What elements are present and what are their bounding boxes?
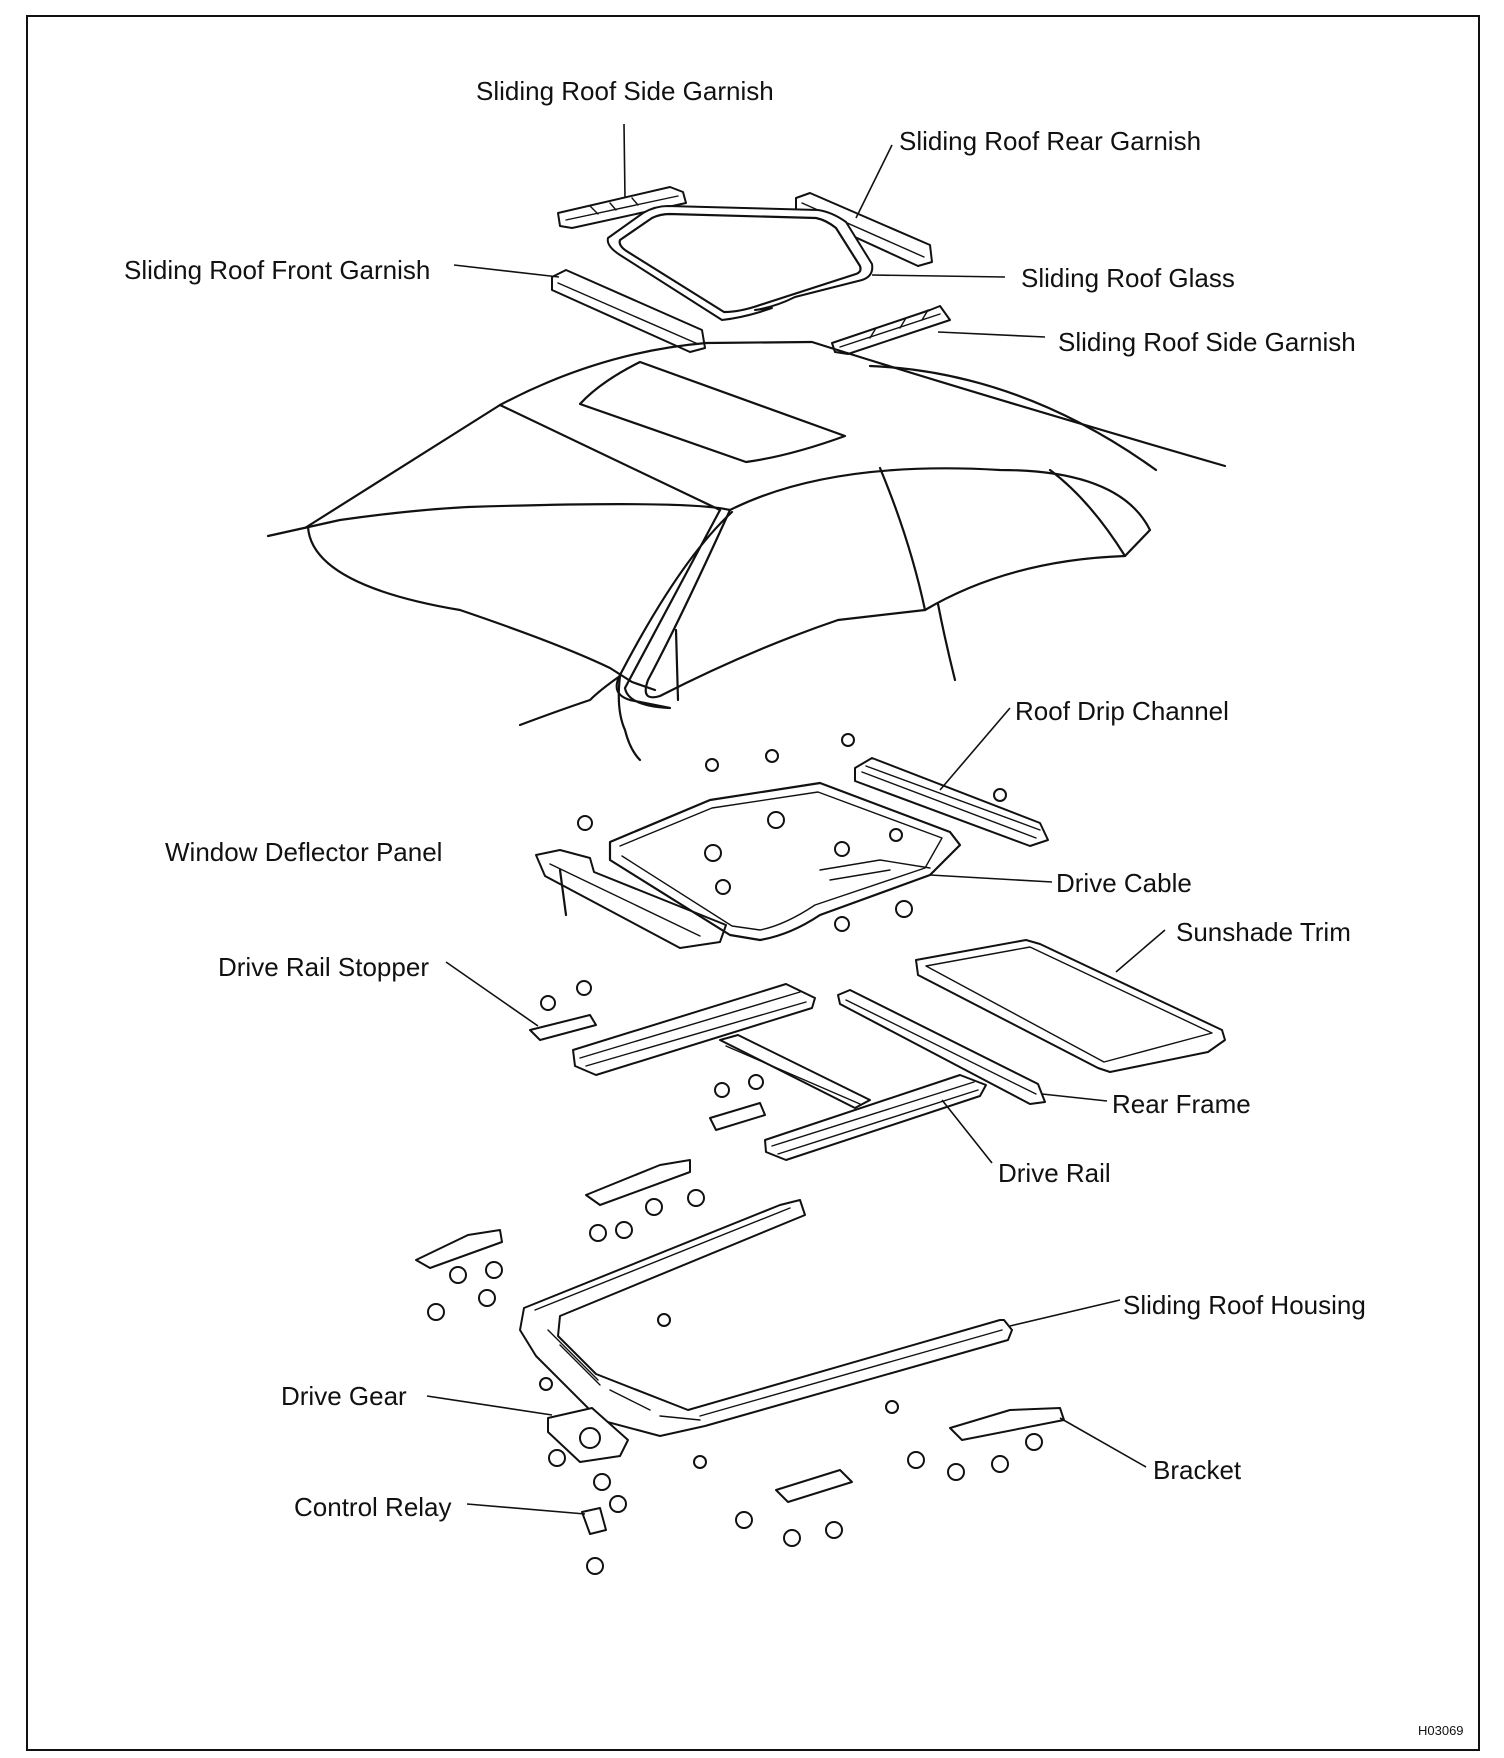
label-drive-cable: Drive Cable	[1056, 868, 1192, 898]
deflector-fasteners	[577, 733, 1007, 932]
diagram-frame	[26, 15, 1480, 1751]
control-relay-part	[581, 1507, 607, 1575]
label-bracket: Bracket	[1153, 1455, 1242, 1485]
label-side-garnish-right: Sliding Roof Side Garnish	[1058, 327, 1356, 357]
glass-part	[606, 205, 874, 321]
label-drive-rail: Drive Rail	[998, 1158, 1111, 1188]
front-garnish-part	[551, 269, 706, 353]
bottom-bracket-cluster	[735, 1407, 1065, 1547]
rear-frame-part	[837, 989, 1046, 1105]
label-glass: Sliding Roof Glass	[1021, 263, 1235, 293]
label-roof-drip-channel: Roof Drip Channel	[1015, 696, 1229, 726]
drive-gear-part	[547, 1407, 629, 1513]
label-drive-rail-stopper: Drive Rail Stopper	[218, 952, 429, 982]
label-side-garnish-top: Sliding Roof Side Garnish	[476, 76, 774, 106]
drive-cable-link-part	[719, 1034, 871, 1109]
window-deflector-panel-part	[535, 849, 727, 949]
label-sliding-roof-housing: Sliding Roof Housing	[1123, 1290, 1366, 1320]
figure-code: H03069	[1418, 1723, 1464, 1738]
drive-rail-right-part	[764, 1074, 987, 1161]
label-rear-garnish: Sliding Roof Rear Garnish	[899, 126, 1202, 156]
label-sunshade-trim: Sunshade Trim	[1176, 917, 1351, 947]
label-window-deflector-panel: Window Deflector Panel	[165, 837, 443, 867]
car-body-outline	[266, 340, 1227, 762]
roof-drip-channel-part	[854, 757, 1049, 847]
drive-cable-part	[608, 781, 962, 942]
drive-rail-stopper-part	[529, 980, 766, 1131]
label-rear-frame: Rear Frame	[1112, 1089, 1251, 1119]
sunshade-trim-part	[915, 939, 1226, 1073]
side-garnish-right-part	[831, 305, 951, 355]
label-control-relay: Control Relay	[294, 1492, 452, 1522]
leader-lines	[426, 123, 1166, 1515]
upper-bracket-cluster	[415, 1159, 899, 1469]
side-garnish-top-part	[557, 186, 687, 229]
drive-rail-left-part	[572, 983, 816, 1076]
label-front-garnish: Sliding Roof Front Garnish	[124, 255, 431, 285]
label-drive-gear: Drive Gear	[281, 1381, 407, 1411]
